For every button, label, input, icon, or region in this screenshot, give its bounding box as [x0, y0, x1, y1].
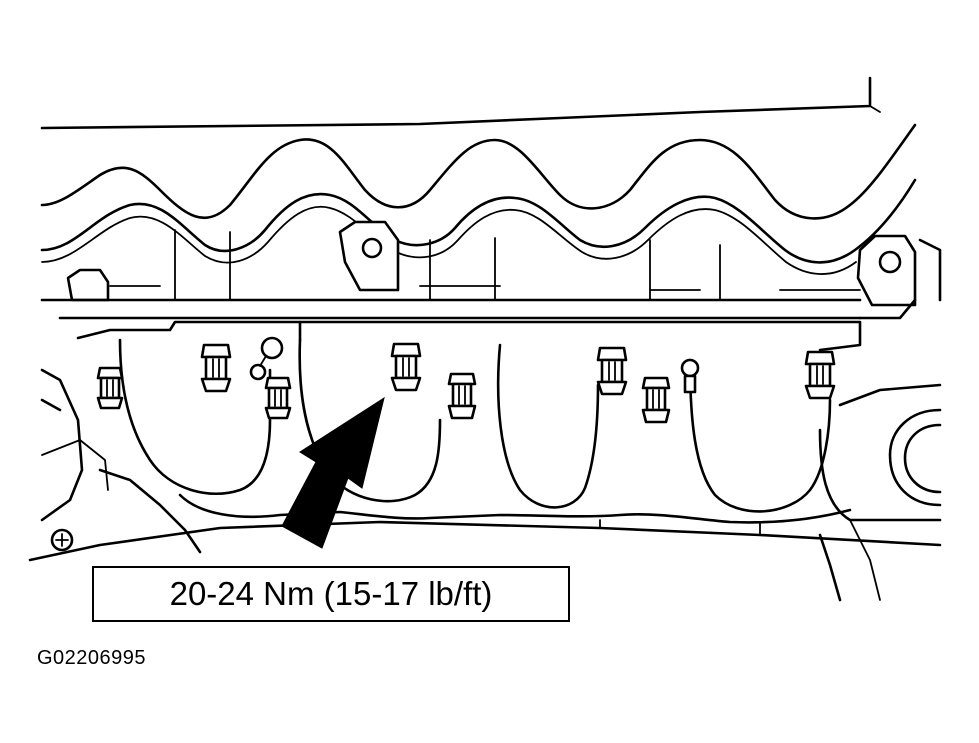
nut-3 [264, 376, 292, 420]
nut-8 [804, 350, 836, 400]
torque-spec-callout: 20-24 Nm (15-17 lb/ft) [92, 566, 570, 622]
manifold-nuts [96, 336, 836, 424]
engine-block-left [40, 368, 202, 554]
intake-runners [28, 320, 942, 602]
stud-sensor [249, 336, 284, 381]
nut-4 [390, 342, 422, 392]
torque-spec-text: 20-24 Nm (15-17 lb/ft) [169, 575, 493, 612]
upper-cover [40, 76, 881, 130]
nut-1 [96, 366, 124, 410]
nut-7 [641, 376, 671, 424]
engine-block-right [838, 383, 942, 507]
figure-code: G02206995 [37, 647, 147, 669]
nut-2 [200, 343, 232, 393]
nut-5 [447, 372, 477, 420]
upper-intake-plenum [40, 123, 917, 307]
nut-6 [596, 346, 628, 396]
stud-right [680, 358, 700, 394]
callout-arrow [281, 396, 385, 549]
manifold-flange [40, 229, 942, 320]
